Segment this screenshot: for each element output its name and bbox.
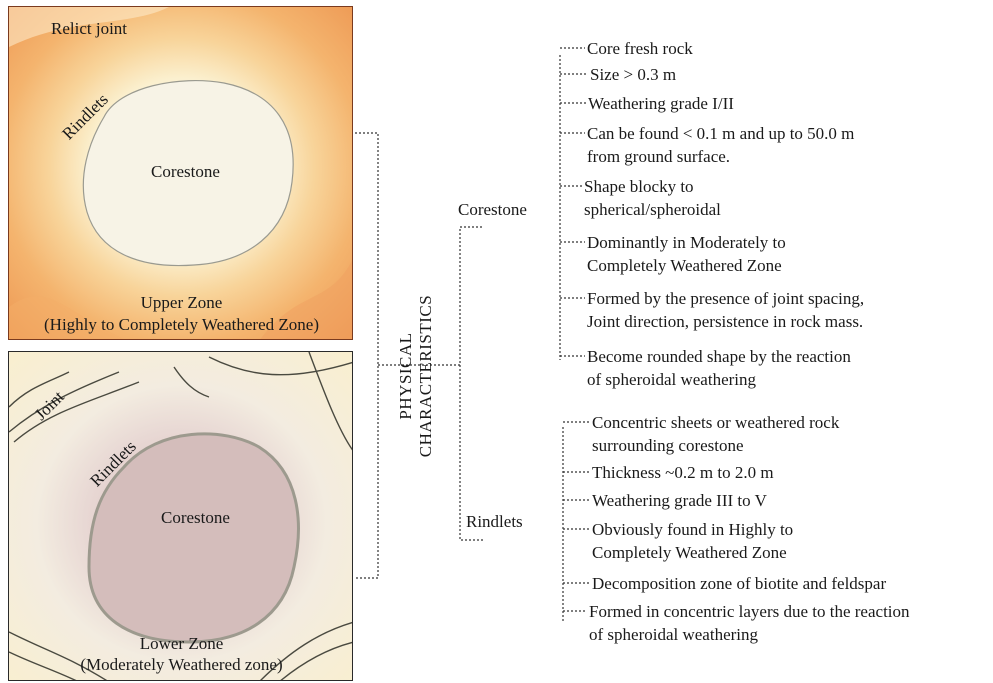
lower-zone-illustration: [9, 352, 352, 680]
lower-zone-panel: Joint Rindlets Corestone Lower Zone (Mod…: [8, 351, 353, 681]
physical-characteristics-title: PHYSICAL CHARACTERISTICS: [396, 266, 444, 486]
title-line-1: PHYSICAL: [396, 332, 415, 420]
corestone-shape: [82, 80, 294, 267]
corestone-label: Corestone: [161, 508, 230, 527]
rindlets-item: Thickness ~0.2 m to 2.0 m: [592, 463, 774, 482]
relict-joint-label: Relict joint: [51, 19, 128, 38]
rindlets-group-label: Rindlets: [466, 512, 523, 531]
upper-zone-panel: Relict joint Rindlets Corestone Upper Zo…: [8, 6, 353, 340]
rindlets-item: Decomposition zone of biotite and feldsp…: [592, 574, 887, 593]
rindlets-item: Formed in concentric layers due to the r…: [589, 602, 910, 644]
corestone-group-label: Corestone: [458, 200, 527, 219]
corestone-item: Size > 0.3 m: [590, 65, 677, 84]
corestone-item: Core fresh rock: [587, 39, 693, 58]
rindlets-item: Weathering grade III to V: [592, 491, 767, 510]
lower-zone-subtitle: (Moderately Weathered zone): [80, 655, 283, 674]
upper-zone-subtitle: (Highly to Completely Weathered Zone): [44, 315, 319, 334]
lower-zone-title: Lower Zone: [139, 634, 224, 653]
upper-zone-illustration: [9, 7, 352, 339]
upper-zone-title: Upper Zone: [140, 293, 223, 312]
corestone-item: Weathering grade I/II: [588, 94, 734, 113]
corestone-item: Formed by the presence of joint spacing,…: [587, 289, 865, 331]
joint-lines: [9, 352, 352, 680]
corestone-label: Corestone: [151, 162, 220, 181]
title-line-2: CHARACTERISTICS: [416, 294, 435, 458]
corestone-shape: [87, 432, 300, 644]
